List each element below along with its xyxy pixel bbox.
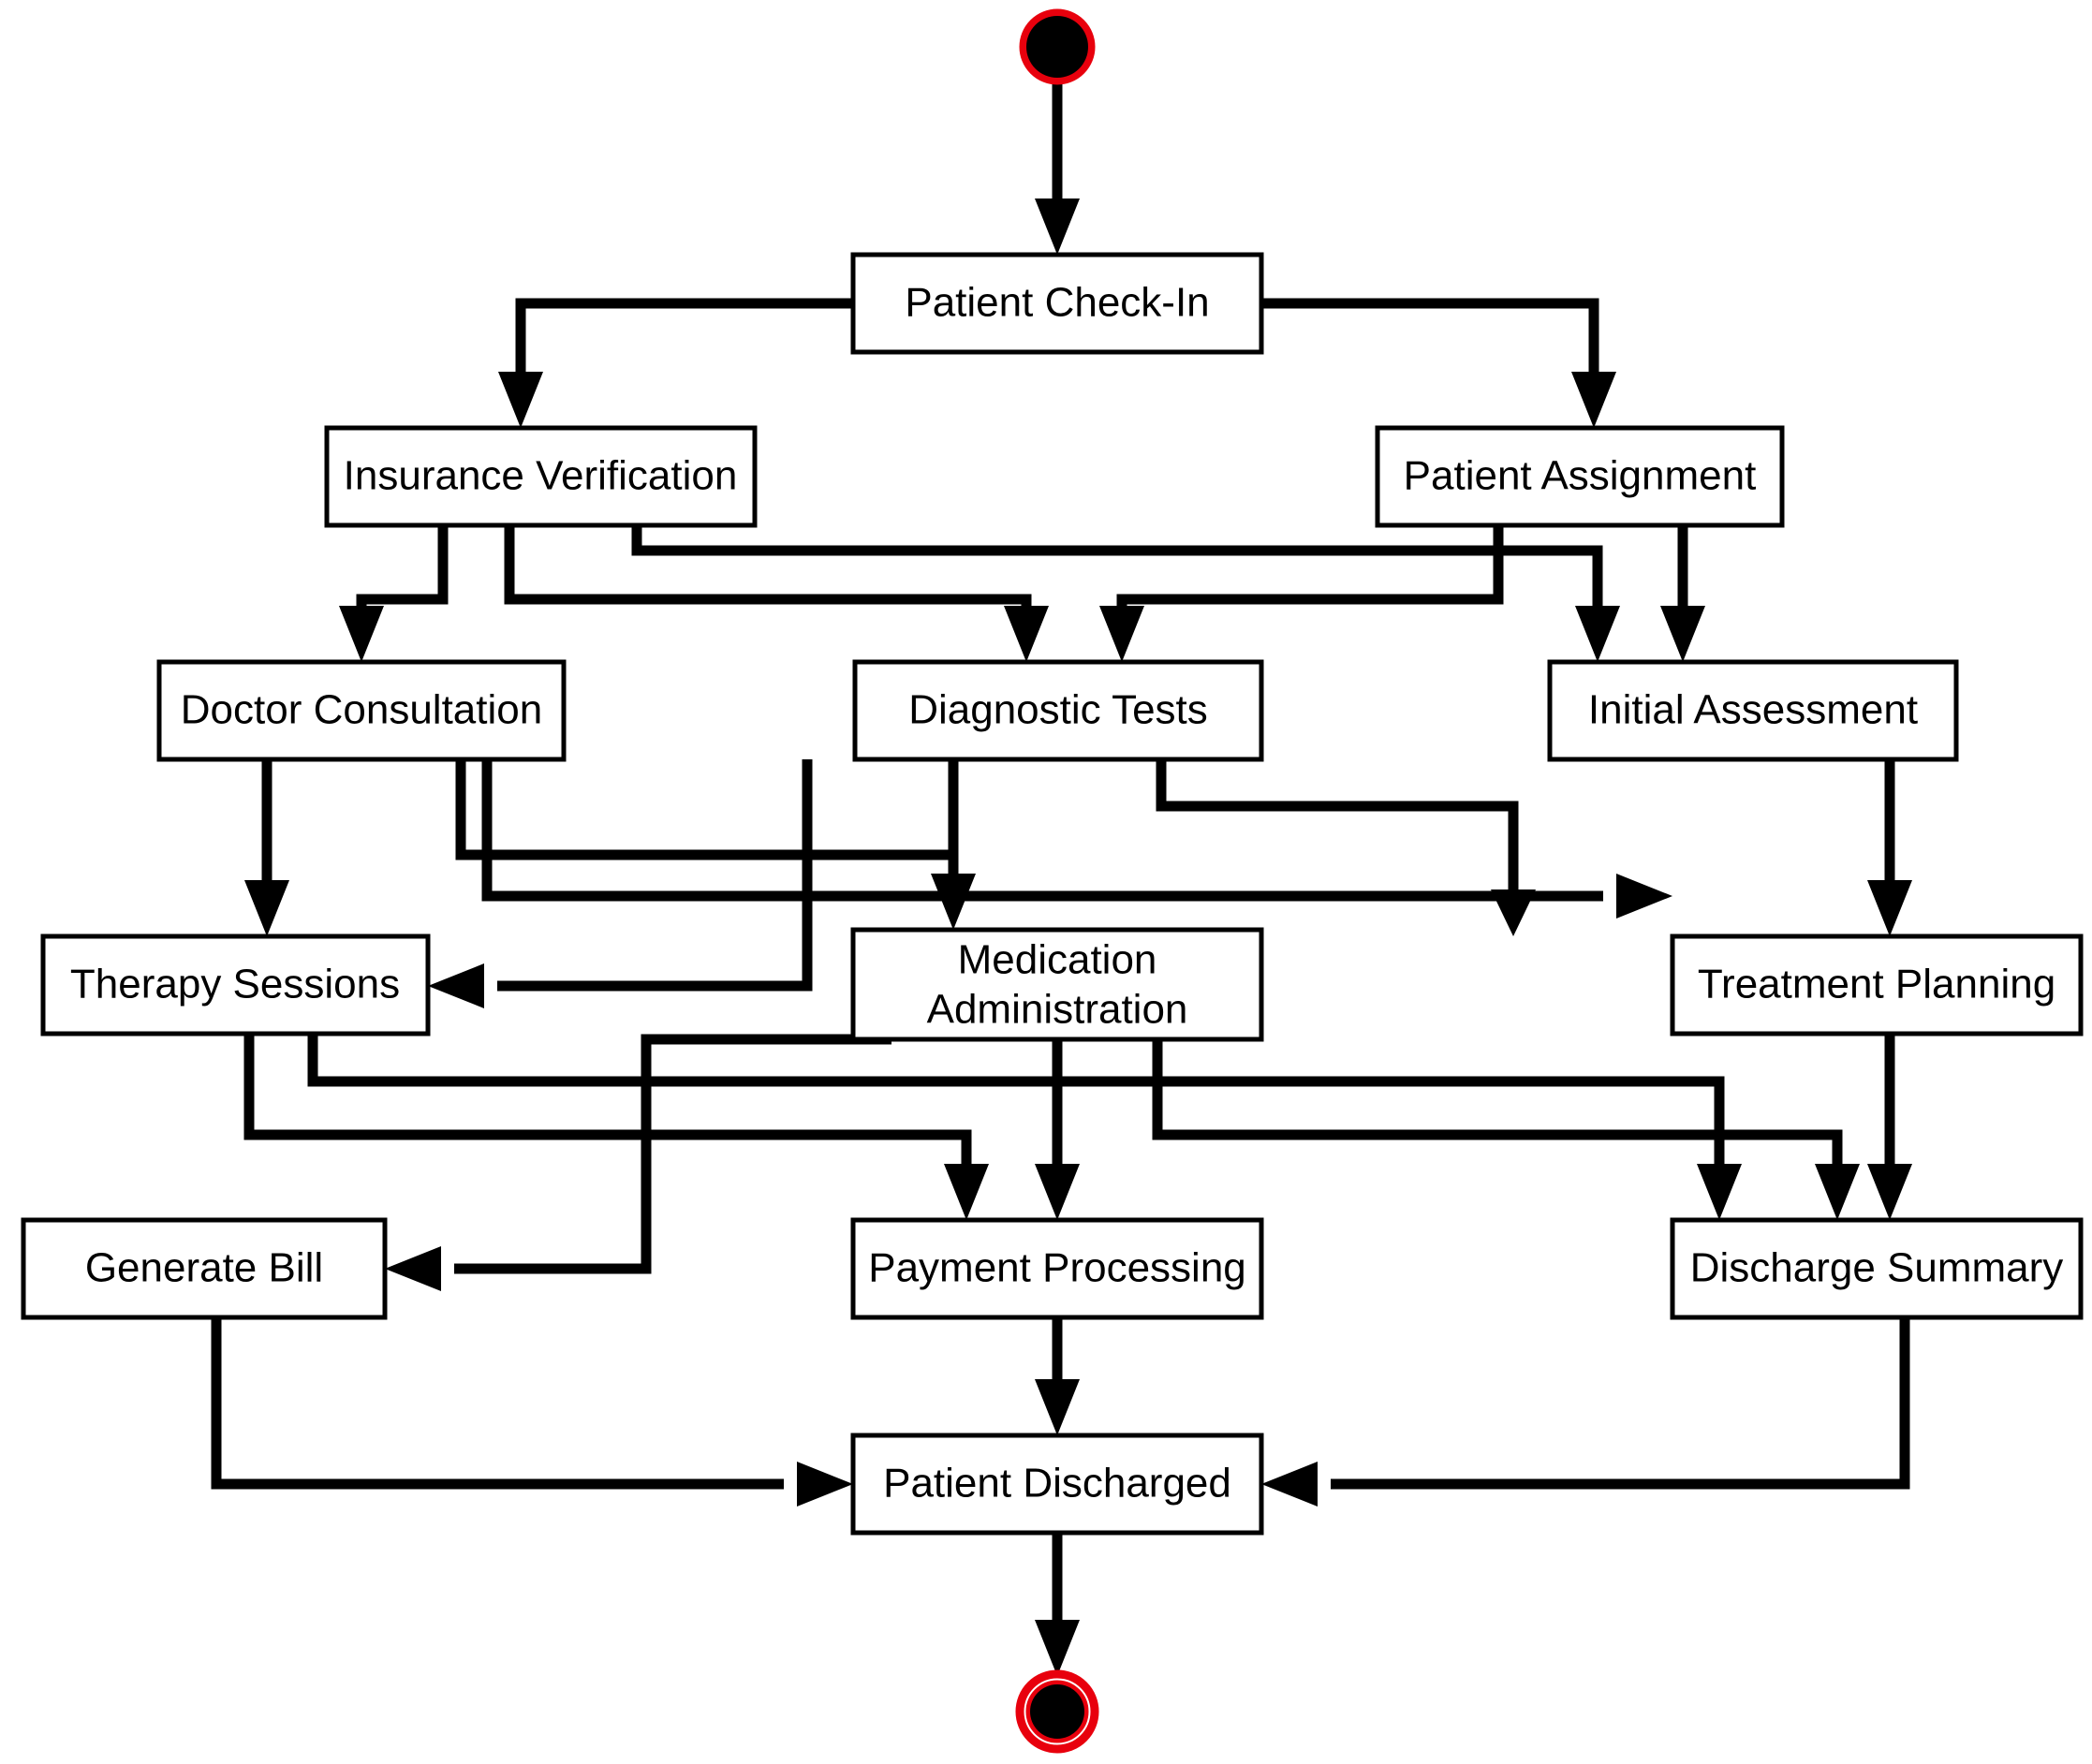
- node-insurance-verification[interactable]: Insurance Verification: [324, 425, 758, 528]
- edge-generate-bill-to-discharged: [211, 1317, 853, 1507]
- edge-medication-to-discharge-summary: [1152, 1039, 1860, 1220]
- node-label-treatment-planning: Treatment Planning: [1698, 962, 2055, 1007]
- edge-diagnostic-to-therapy: [428, 759, 813, 1008]
- node-initial-assessment[interactable]: Initial Assessment: [1547, 659, 1959, 762]
- node-label-discharge-summary: Discharge Summary: [1690, 1245, 2064, 1291]
- node-label-doctor-consultation: Doctor Consultation: [181, 687, 542, 733]
- node-label-initial-assessment: Initial Assessment: [1588, 687, 1918, 733]
- node-label-patient-discharged: Patient Discharged: [883, 1461, 1231, 1507]
- node-label-generate-bill: Generate Bill: [85, 1245, 323, 1291]
- edge-treatment-to-discharge-summary: [1867, 1034, 1912, 1220]
- edge-therapy-to-payment: [243, 1034, 989, 1220]
- edge-check-in-to-insurance: [498, 298, 853, 428]
- node-patient-assignment[interactable]: Patient Assignment: [1375, 425, 1785, 528]
- edge-doctor-to-therapy: [244, 759, 289, 936]
- edge-initial-to-treatment: [1867, 759, 1912, 936]
- edge-payment-to-discharged: [1035, 1317, 1080, 1435]
- edge-medication-to-generate-bill: [385, 1034, 891, 1291]
- edge-assignment-to-initial: [1660, 525, 1705, 662]
- edge-check-in-to-assignment: [1261, 298, 1616, 428]
- edge-insurance-to-diagnostic: [504, 525, 1049, 662]
- node-label-insurance-verification: Insurance Verification: [344, 453, 738, 499]
- node-label-patient-check-in: Patient Check-In: [905, 280, 1209, 326]
- edge-insurance-to-doctor: [339, 525, 449, 662]
- node-label-payment-processing: Payment Processing: [868, 1245, 1246, 1291]
- node-medication-administration[interactable]: Medication Administration: [850, 927, 1264, 1042]
- end-node[interactable]: [1015, 1669, 1099, 1754]
- edge-layer: [211, 81, 1912, 1676]
- node-label-patient-assignment: Patient Assignment: [1404, 453, 1757, 499]
- edge-start-to-check-in: [1035, 81, 1080, 255]
- node-label-diagnostic-tests: Diagnostic Tests: [908, 687, 1208, 733]
- node-discharge-summary[interactable]: Discharge Summary: [1670, 1217, 2084, 1320]
- node-generate-bill[interactable]: Generate Bill: [21, 1217, 388, 1320]
- edge-discharge-summary-to-discharged: [1261, 1317, 1910, 1507]
- node-diagnostic-tests[interactable]: Diagnostic Tests: [852, 659, 1264, 762]
- edge-doctor-to-medication: [455, 759, 976, 930]
- node-treatment-planning[interactable]: Treatment Planning: [1670, 933, 2084, 1036]
- node-therapy-sessions[interactable]: Therapy Sessions: [40, 933, 431, 1036]
- edge-therapy-to-discharge-summary: [307, 1034, 1742, 1220]
- node-doctor-consultation[interactable]: Doctor Consultation: [156, 659, 567, 762]
- node-payment-processing[interactable]: Payment Processing: [850, 1217, 1264, 1320]
- edge-discharged-to-end: [1035, 1533, 1080, 1676]
- start-node[interactable]: [1019, 8, 1096, 85]
- edge-diagnostic-to-treatment: [1156, 759, 1536, 936]
- node-patient-check-in[interactable]: Patient Check-In: [850, 252, 1264, 355]
- node-label-medication-administration-line1: Medication: [958, 937, 1157, 983]
- edge-medication-to-payment: [1035, 1039, 1080, 1220]
- node-label-therapy-sessions: Therapy Sessions: [70, 962, 400, 1007]
- node-label-medication-administration-line2: Administration: [927, 987, 1188, 1033]
- node-patient-discharged[interactable]: Patient Discharged: [850, 1433, 1264, 1536]
- edge-assignment-to-diagnostic: [1099, 525, 1504, 662]
- edge-insurance-to-initial: [631, 525, 1620, 662]
- edge-doctor-to-treatment: [481, 759, 1672, 919]
